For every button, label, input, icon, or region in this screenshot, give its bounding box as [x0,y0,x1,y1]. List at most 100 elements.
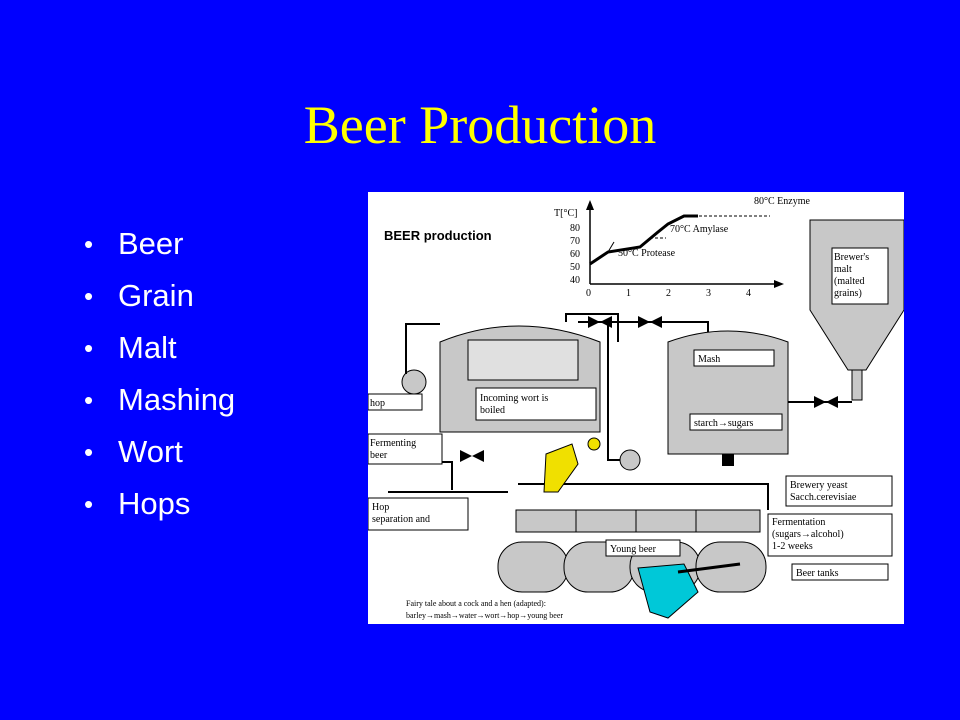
y-tick-label: 70 [570,236,580,247]
incoming-label: Incoming wort is [480,393,548,404]
fermenting-label: beer [370,450,388,461]
bullet-dot: • [84,437,94,467]
beer-tank [695,541,767,593]
valve [814,396,826,408]
malt-label-box [831,247,889,305]
y-axis-label: T[°C] [554,208,577,219]
bullet-text: Malt [118,330,177,365]
fermenting-label: Fermenting [370,438,416,449]
young-beer-label: Young beer [610,544,657,555]
hen-figure [637,562,741,619]
x-axis-arrow [774,280,784,288]
bullet-dot: • [84,229,94,259]
malt-label: (malted [834,276,865,287]
pipe [578,321,709,332]
malt-silo: Brewer's malt (malted grains) [809,219,904,401]
fermentation-label: 1-2 weeks [772,541,813,552]
transfer-pump [619,449,641,471]
yeast-label: Brewery yeast [790,480,848,491]
mash-tun: Mash starch→sugars [667,330,789,466]
bullet-item: • Grain [84,270,235,322]
bullet-text: Wort [118,434,183,469]
diagram-heading: BEER production [384,228,492,243]
x-tick-label: 4 [746,288,751,299]
x-tick-label: 1 [626,288,631,299]
cock-body [543,443,579,493]
fermentation-vessels [515,509,761,533]
diagram-svg: BEER production T[°C] 80 70 60 50 40 0 1… [368,196,904,620]
beer-tanks-label-box [791,563,889,581]
bullet-item: • Hops [84,478,235,530]
protease-pointer [607,241,615,253]
y-axis-arrow [586,200,594,210]
y-tick-label: 60 [570,249,580,260]
fairy-tale-caption: Fairy tale about a cock and a hen (adapt… [406,599,546,608]
malt-label: malt [834,264,852,275]
y-tick-label: 40 [570,275,580,286]
bullet-text: Mashing [118,382,236,417]
hop-label-box [368,393,423,411]
valve [588,316,600,328]
protease-annotation: 50°C Protease [618,248,676,259]
bullet-item: • Malt [84,322,235,374]
cock-head [587,437,601,451]
silo-outlet [851,369,863,401]
fermentation-label: (sugars→alcohol) [772,529,844,540]
y-tick-label: 50 [570,262,580,273]
y-tick-label: 80 [570,223,580,234]
bullet-dot: • [84,385,94,415]
bullet-text: Beer [118,226,184,261]
beer-tanks-label: Beer tanks [796,568,839,579]
fairy-tale-caption: barley→mash→water→wort→hop→young beer [406,611,563,620]
valve [638,316,650,328]
fermentation-label: Fermentation [772,517,825,528]
beer-tank [497,541,569,593]
bullet-dot: • [84,281,94,311]
bullet-item: • Beer [84,218,235,270]
bullet-item: • Wort [84,426,235,478]
valve [650,316,662,328]
fermentation-trough [515,509,761,533]
pipe [565,313,619,342]
starch-label: starch→sugars [694,418,754,429]
x-tick-label: 2 [666,288,671,299]
yeast-label-box [785,475,893,507]
bullet-dot: • [84,489,94,519]
hen-body [637,563,699,619]
brew-kettle: Incoming wort is boiled [401,325,601,433]
incoming-label-box [475,387,597,421]
malt-label: grains) [834,288,862,299]
kettle-heater [467,339,579,381]
incoming-label: boiled [480,405,505,416]
valve [460,450,472,462]
fermenting-label-box [368,433,443,465]
bullet-dot: • [84,333,94,363]
young-beer-label-box [605,539,681,557]
beer-production-diagram: BEER production T[°C] 80 70 60 50 40 0 1… [368,192,904,624]
valve [600,316,612,328]
mash-label-box [693,349,775,367]
x-tick-label: 0 [586,288,591,299]
separation-label-box [368,497,469,531]
cock-figure [543,437,601,493]
mash-label: Mash [698,354,720,365]
valve-group [460,316,838,471]
pipe [405,323,440,374]
valve [826,396,838,408]
yeast-label: Sacch.cerevisiae [790,492,857,503]
hen-arm [677,562,741,574]
pipe [518,483,769,510]
bullet-list: • Beer • Grain • Malt • Mashing • Wort • Hops [84,218,235,530]
mash-tun-body [667,330,789,455]
amylase-annotation: 70°C Amylase [670,224,729,235]
hop-label: hop [370,398,385,409]
x-tick-label: 3 [706,288,711,299]
bullet-text: Grain [118,278,194,313]
enzyme-annotation: 80°C Enzyme [754,196,810,207]
pipe [607,322,638,461]
separation-label: separation and [372,514,430,525]
valve [472,450,484,462]
slide-title: Beer Production [303,95,657,155]
fermentation-label-box [767,513,893,557]
bullet-text: Hops [118,486,191,521]
